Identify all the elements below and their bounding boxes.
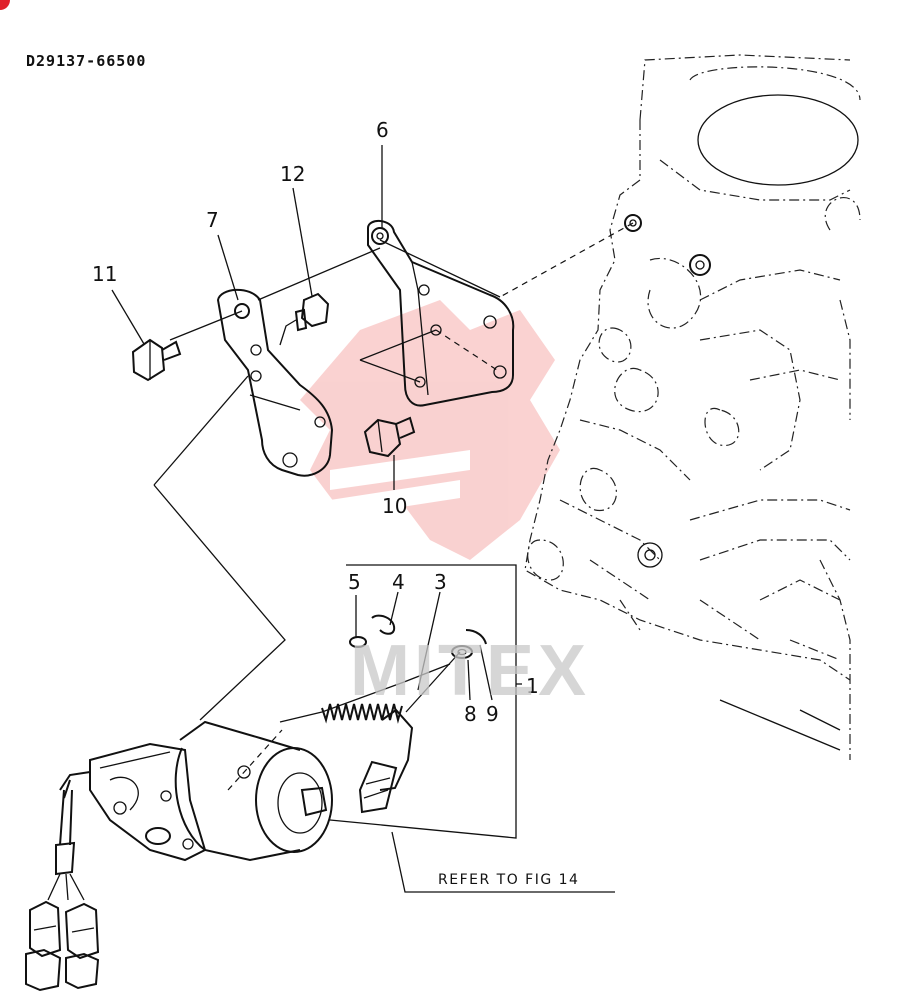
- small-parts: [349, 614, 487, 659]
- callout-7: 7: [206, 208, 219, 232]
- bolt-11: [131, 338, 182, 382]
- leader-lines: [111, 145, 615, 893]
- watermark-logo: [300, 300, 560, 560]
- callout-12: 12: [280, 162, 306, 186]
- mount-line: [499, 222, 634, 298]
- watermark-text: MITEX: [350, 631, 591, 711]
- refer-to-fig-label: REFER TO FIG 14: [438, 872, 580, 888]
- engine-block: [524, 54, 861, 760]
- callout-5: 5: [348, 570, 361, 594]
- wire-harness: [25, 789, 100, 992]
- callout-11: 11: [92, 262, 118, 286]
- bolt-12: [279, 292, 330, 346]
- callout-3: 3: [434, 570, 447, 594]
- corner-mark: [0, 0, 10, 10]
- callout-4: 4: [392, 570, 405, 594]
- callout-1: 1: [526, 674, 539, 698]
- bolt-10: [363, 416, 416, 458]
- bracket-6: [359, 220, 515, 407]
- bolt-line-6: [379, 239, 501, 298]
- solenoid-motor: [59, 720, 333, 862]
- callout-6: 6: [376, 118, 389, 142]
- callout-10: 10: [382, 494, 408, 518]
- callout-8: 8: [464, 702, 477, 726]
- bracket-7: [169, 247, 381, 477]
- page-code: D29137-66500: [26, 52, 147, 70]
- callout-9: 9: [486, 702, 499, 726]
- link-rod: [358, 651, 461, 814]
